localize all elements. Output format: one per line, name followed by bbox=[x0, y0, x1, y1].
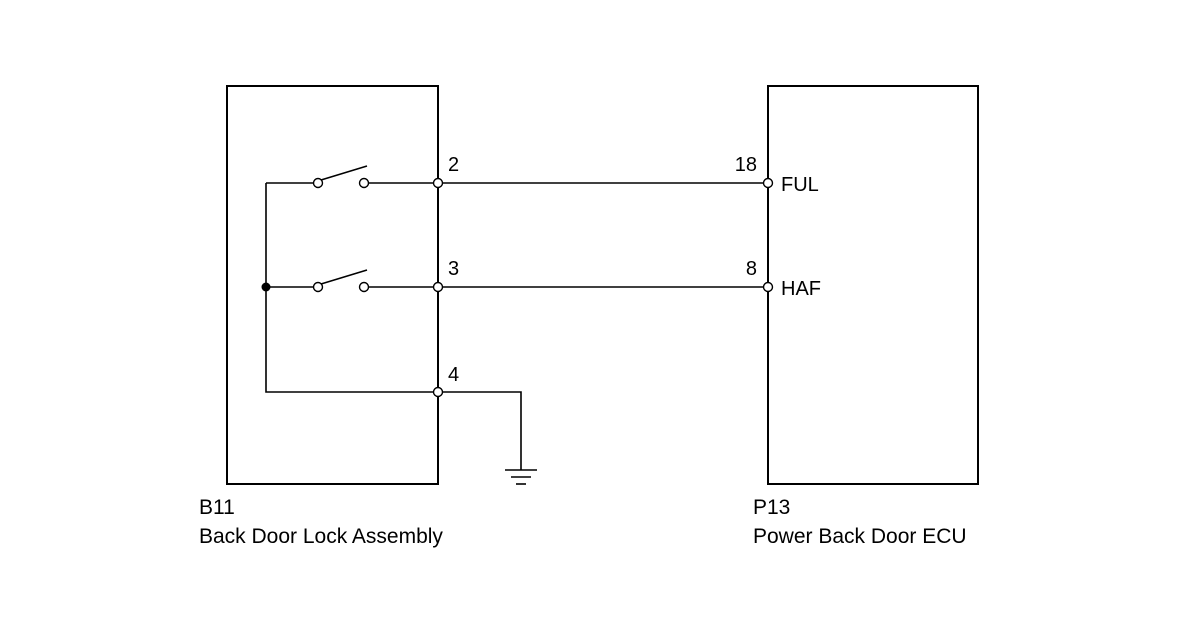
connector-code-b11: B11 bbox=[199, 496, 235, 519]
wire-ground bbox=[438, 391, 522, 470]
switch-1-contact-left bbox=[312, 177, 324, 189]
terminal-p13-18 bbox=[762, 177, 774, 189]
pin-label-b11-4: 4 bbox=[448, 364, 459, 386]
pin-label-p13-8: 8 bbox=[746, 258, 757, 280]
signal-label-haf: HAF bbox=[781, 278, 821, 300]
pin-label-b11-2: 2 bbox=[448, 154, 459, 176]
terminal-b11-2 bbox=[432, 177, 444, 189]
ground-icon bbox=[505, 469, 537, 485]
component-name-p13: Power Back Door ECU bbox=[753, 525, 967, 548]
pin-label-p13-18: 18 bbox=[735, 154, 757, 176]
terminal-p13-8 bbox=[762, 281, 774, 293]
back-door-lock-assembly-box bbox=[226, 85, 439, 485]
junction-dot bbox=[261, 282, 271, 292]
terminal-b11-4 bbox=[432, 386, 444, 398]
switch-2-contact-right bbox=[358, 281, 370, 293]
switch-1-contact-right bbox=[358, 177, 370, 189]
switch-2-contact-left bbox=[312, 281, 324, 293]
pin-label-b11-3: 3 bbox=[448, 258, 459, 280]
switch-2-blade bbox=[320, 269, 368, 285]
component-name-b11: Back Door Lock Assembly bbox=[199, 525, 443, 548]
switch-1-blade bbox=[320, 165, 368, 181]
signal-label-ful: FUL bbox=[781, 174, 819, 196]
internal-common-wire bbox=[265, 183, 438, 393]
terminal-b11-3 bbox=[432, 281, 444, 293]
connector-code-p13: P13 bbox=[753, 496, 790, 519]
